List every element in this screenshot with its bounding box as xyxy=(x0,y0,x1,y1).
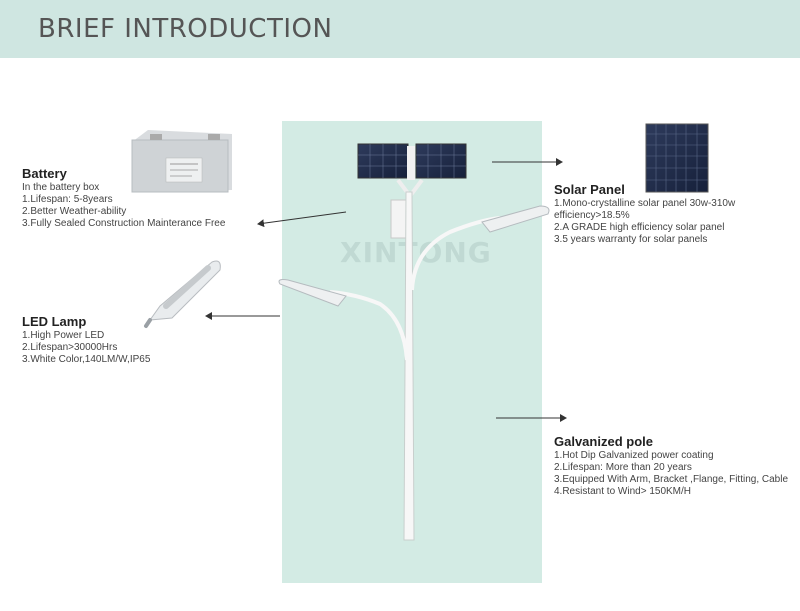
pole-info: Galvanized pole 1.Hot Dip Galvanized pow… xyxy=(554,434,788,498)
page-title: BRIEF INTRODUCTION xyxy=(38,14,333,44)
solar-line: 3.5 years warranty for solar panels xyxy=(554,234,708,245)
pole-line: 2.Lifespan: More than 20 years xyxy=(554,462,692,473)
led-info: LED Lamp 1.High Power LED 2.Lifespan>300… xyxy=(22,314,150,366)
battery-line: 3.Fully Sealed Construction Mainterance … xyxy=(22,218,226,229)
solar-line: 1.Mono-crystalline solar panel 30w-310w xyxy=(554,198,736,209)
led-line: 2.Lifespan>30000Hrs xyxy=(22,342,118,353)
led-lamp-icon xyxy=(144,260,221,328)
pole-line: 1.Hot Dip Galvanized power coating xyxy=(554,450,714,461)
led-title: LED Lamp xyxy=(22,314,87,329)
battery-title: Battery xyxy=(22,166,67,181)
solar-line: efficiency>18.5% xyxy=(554,210,630,221)
led-line: 3.White Color,140LM/W,IP65 xyxy=(22,354,151,365)
street-light-icon xyxy=(278,143,550,541)
solar-panel-icon xyxy=(645,123,709,193)
battery-icon xyxy=(131,130,232,193)
pole-line: 3.Equipped With Arm, Bracket ,Flange, Fi… xyxy=(554,474,788,485)
solar-info: Solar Panel 1.Mono-crystalline solar pan… xyxy=(554,182,735,246)
battery-line: In the battery box xyxy=(22,182,100,193)
watermark: XINTONG xyxy=(340,236,492,269)
led-line: 1.High Power LED xyxy=(22,330,105,341)
battery-line: 2.Better Weather-ability xyxy=(22,206,127,217)
solar-title: Solar Panel xyxy=(554,182,625,197)
pole-title: Galvanized pole xyxy=(554,434,653,449)
arrow-icon xyxy=(205,158,567,422)
pole-line: 4.Resistant to Wind> 150KM/H xyxy=(554,486,692,497)
battery-line: 1.Lifespan: 5-8years xyxy=(22,194,113,205)
solar-line: 2.A GRADE high efficiency solar panel xyxy=(554,222,725,233)
battery-info: Battery In the battery box 1.Lifespan: 5… xyxy=(22,166,225,230)
header-bar: BRIEF INTRODUCTION xyxy=(0,0,800,58)
